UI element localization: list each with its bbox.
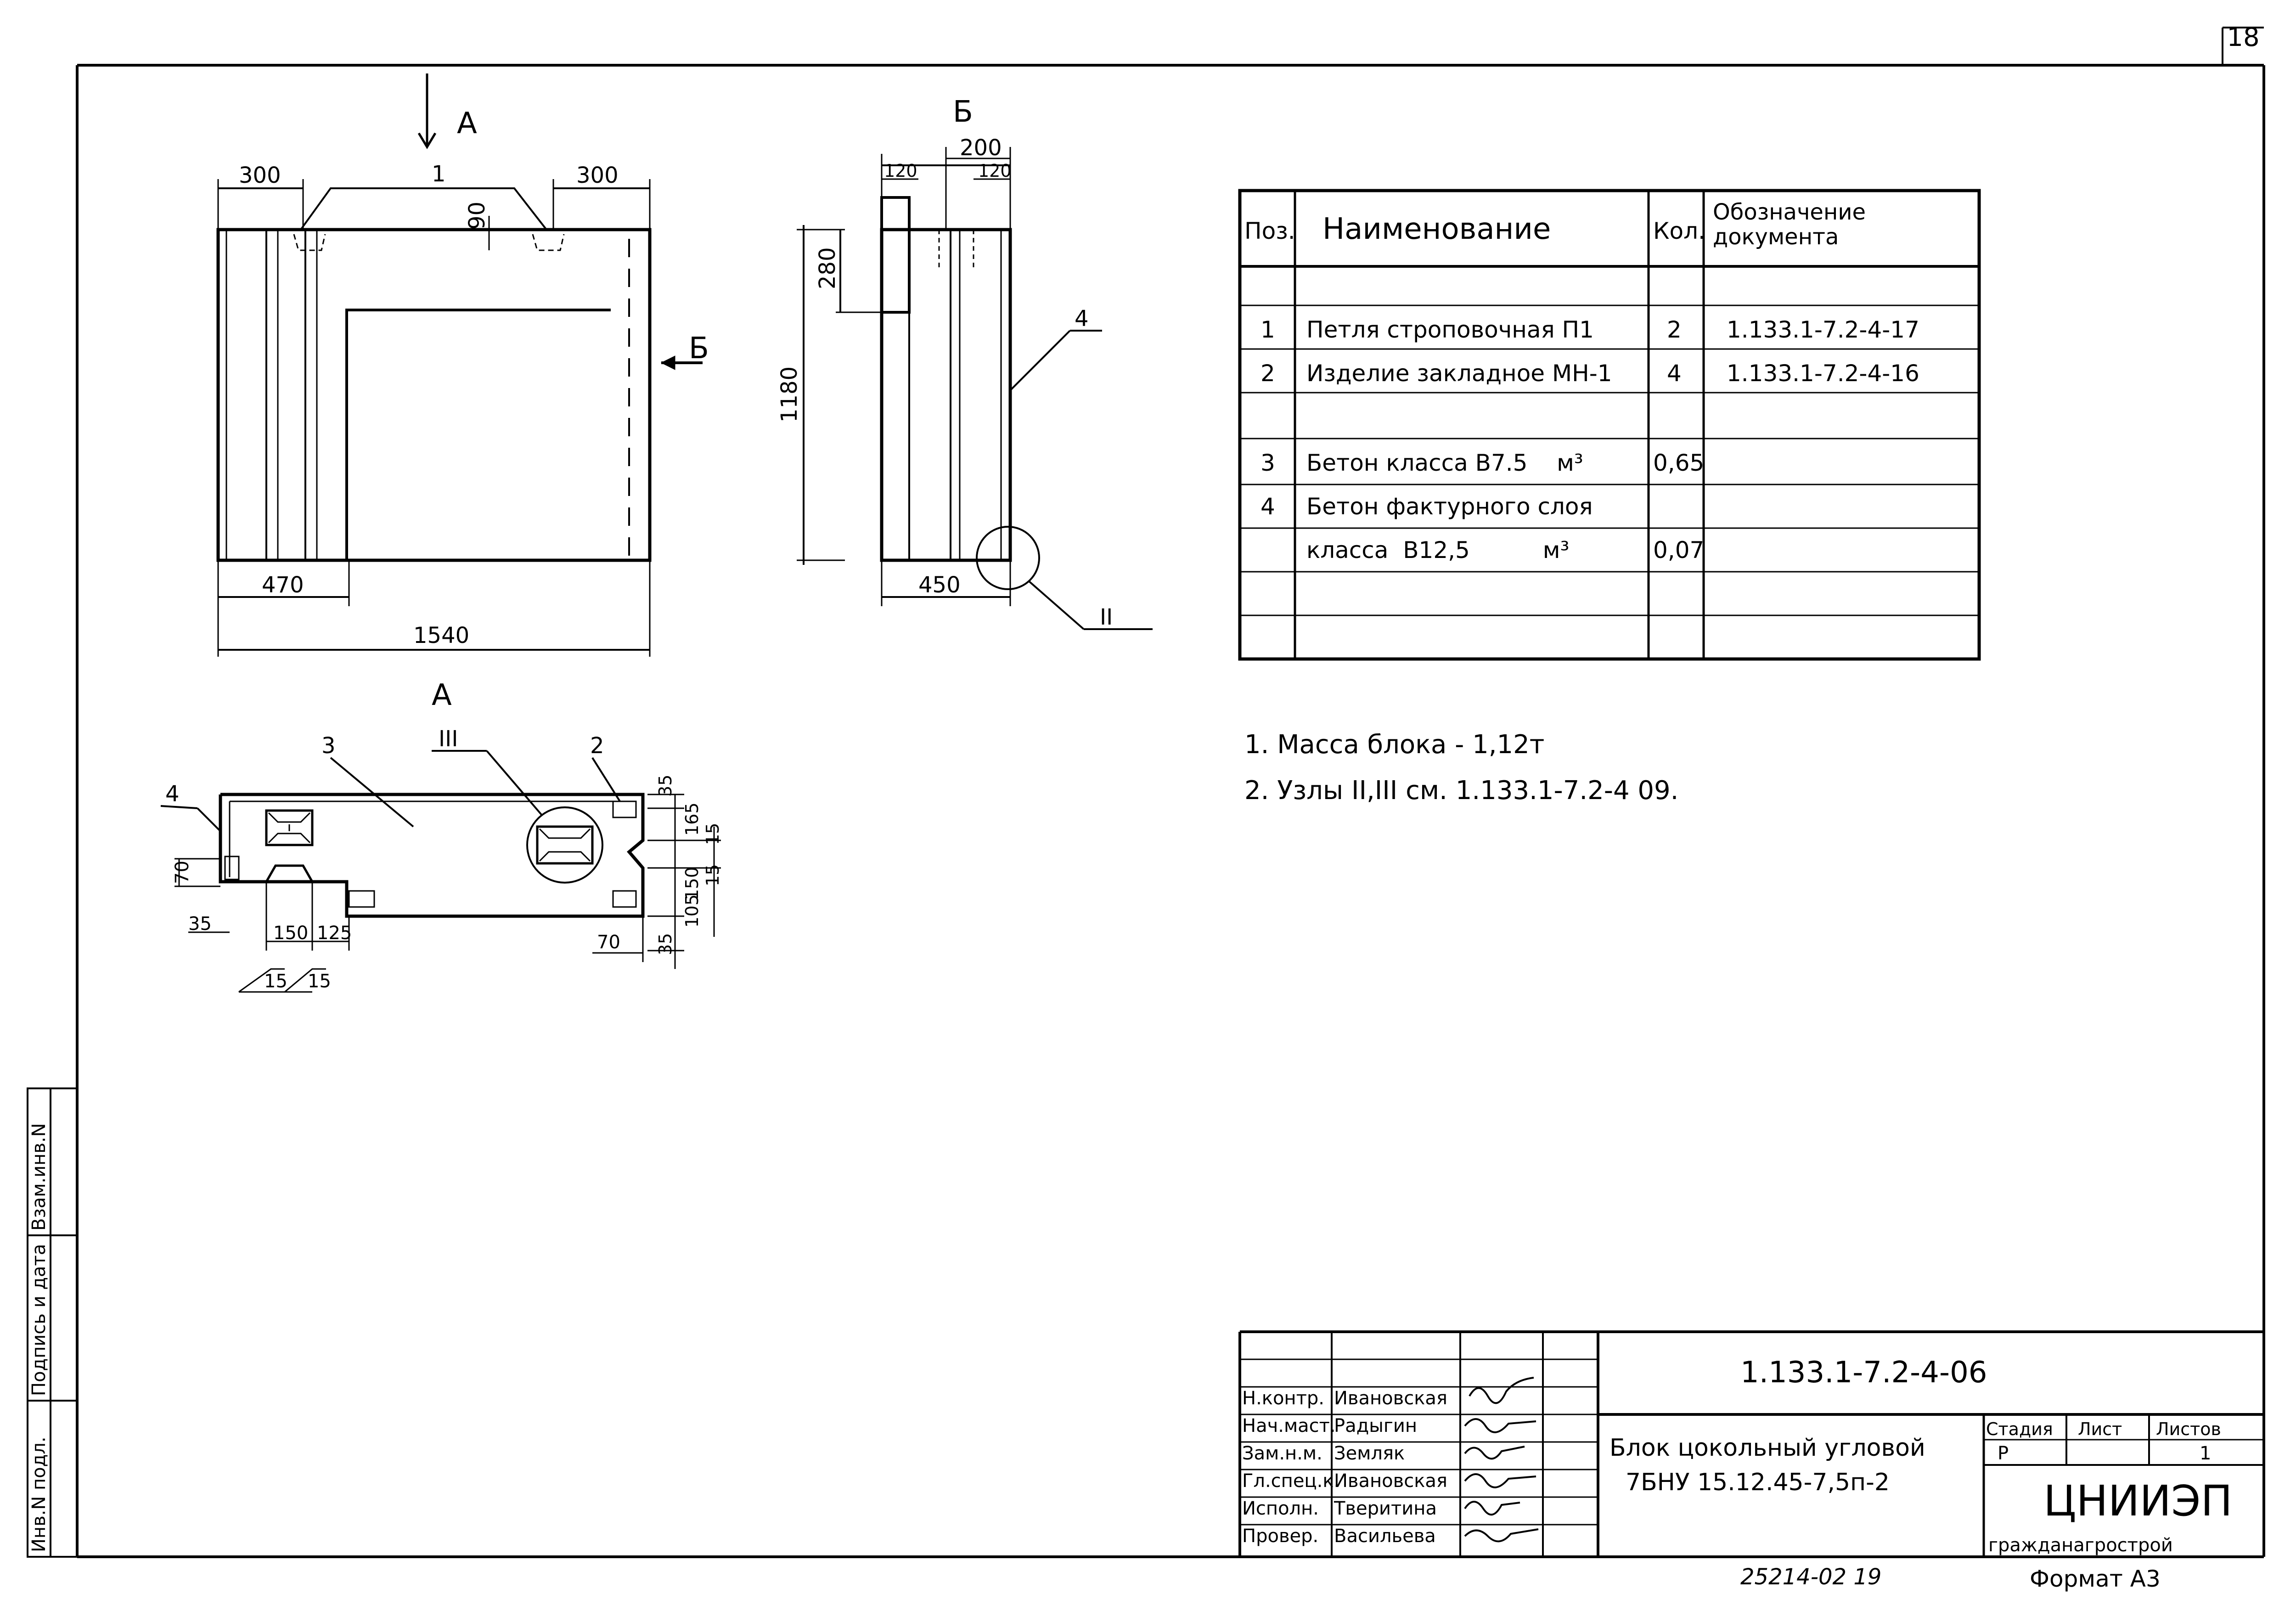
- pos-mark-3: 3: [321, 733, 336, 759]
- tb-name-1: Ивановская: [1334, 1388, 1447, 1409]
- tb-name-2: Радыгин: [1334, 1415, 1417, 1436]
- table-row-1-name: Петля строповочная П1: [1306, 316, 1594, 343]
- plan-view-title: А: [432, 678, 452, 712]
- side-view-title: Б: [953, 95, 973, 129]
- dim-plan-r15b: 15: [703, 864, 723, 886]
- dim-side-left-top: 120: [884, 161, 917, 181]
- node-mark-3: III: [439, 726, 458, 752]
- dim-front-depth: 90: [464, 202, 490, 230]
- dim-plan-b125: 125: [317, 923, 352, 944]
- table-row-1-qty: 2: [1667, 316, 1682, 343]
- table-row-2-qty: 4: [1667, 360, 1682, 387]
- side-view: [797, 147, 1153, 630]
- dim-side-upper-height: 280: [815, 247, 840, 289]
- table-header-name: Наименование: [1322, 212, 1551, 246]
- tb-role-4: Гл.спец.к.: [1242, 1470, 1339, 1492]
- note-1: 1. Масса блока - 1,12т: [1244, 730, 1544, 760]
- side-stamp-signature: Подпись и дата: [28, 1244, 50, 1396]
- table-row-3-pos: 3: [1261, 450, 1275, 476]
- pos-mark-1: 1: [432, 161, 446, 187]
- tb-role-1: Н.контр.: [1242, 1388, 1324, 1409]
- front-arrow-view-label: А: [457, 107, 477, 141]
- tb-title-line1: Блок цокольный угловой: [1609, 1434, 1925, 1462]
- tb-sheets: 1: [2200, 1443, 2211, 1464]
- dim-front-left-top: 300: [239, 163, 281, 188]
- dim-plan-r35-bottom: 35: [655, 933, 675, 955]
- table-row-1-pos: 1: [1261, 316, 1275, 343]
- tb-title-line2: 7БНУ 15.12.45-7,5п-2: [1626, 1469, 1890, 1496]
- front-arrow-section-label: Б: [689, 332, 709, 366]
- tb-org-line1: ЦНИИЭП: [2043, 1476, 2233, 1526]
- tb-format: Формат А3: [2030, 1566, 2161, 1592]
- dim-plan-b15b: 15: [308, 971, 331, 992]
- tb-name-3: Земляк: [1334, 1443, 1405, 1464]
- dim-plan-r105: 105: [682, 894, 702, 928]
- tb-sheets-header: Листов: [2156, 1419, 2221, 1439]
- side-stamp: [27, 1087, 78, 1558]
- table-row-3-name: Бетон класса В7.5 м³: [1306, 450, 1583, 476]
- spec-table: [1238, 189, 1981, 661]
- tb-name-5: Тверитина: [1334, 1498, 1437, 1519]
- table-row-5-qty: 0,07: [1653, 537, 1704, 563]
- plan-view: [160, 750, 721, 993]
- dim-plan-b150: 150: [273, 923, 308, 944]
- table-row-1-doc: 1.133.1-7.2-4-17: [1727, 316, 1919, 343]
- tb-role-5: Исполн.: [1242, 1498, 1319, 1519]
- dim-side-top-width: 200: [960, 135, 1002, 161]
- side-stamp-inv: Инв.N подл.: [28, 1436, 50, 1552]
- dim-plan-left-35: 35: [188, 913, 212, 935]
- tb-role-6: Провер.: [1242, 1526, 1318, 1547]
- sheet-frame: [76, 27, 2265, 1558]
- dim-plan-r70: 70: [597, 932, 620, 953]
- dim-plan-r150: 150: [682, 867, 702, 900]
- pos-mark-2: 2: [590, 733, 604, 759]
- front-view: [216, 73, 703, 657]
- table-row-3-qty: 0,65: [1653, 450, 1704, 476]
- note-2: 2. Узлы II,III см. 1.133.1-7.2-4 09.: [1244, 776, 1678, 805]
- table-row-4-pos: 4: [1261, 493, 1275, 520]
- table-header-qty: Кол.: [1653, 218, 1705, 244]
- tb-sheet-header: Лист: [2078, 1419, 2122, 1439]
- tb-name-6: Васильева: [1334, 1526, 1436, 1547]
- page-number: 18: [2227, 23, 2259, 52]
- tb-role-2: Нач.маст.: [1242, 1415, 1336, 1436]
- title-block: [1238, 1330, 2264, 1557]
- tb-bottom-code: 25214-02 19: [1740, 1564, 1881, 1590]
- tb-org-line2: гражданагрострой: [1988, 1535, 2173, 1556]
- tb-document-code: 1.133.1-7.2-4-06: [1740, 1356, 1987, 1390]
- table-row-2-pos: 2: [1261, 360, 1275, 387]
- dim-plan-r35-top: 35: [655, 775, 675, 797]
- dim-side-bottom: 450: [918, 572, 961, 598]
- pos-mark-4-side: 4: [1075, 306, 1089, 332]
- table-row-4-name: Бетон фактурного слоя: [1306, 493, 1593, 520]
- side-stamp-replace: Взам.инв.N: [28, 1123, 50, 1231]
- dim-plan-r165: 165: [682, 802, 702, 836]
- table-header-pos: Поз.: [1244, 218, 1295, 244]
- tb-role-3: Зам.н.м.: [1242, 1443, 1322, 1464]
- dim-side-right-top: 120: [978, 161, 1012, 181]
- signature-marks: [1464, 1377, 1539, 1543]
- tb-stage: Р: [1998, 1443, 2009, 1464]
- pos-mark-4-plan: 4: [165, 781, 180, 807]
- tb-name-4: Ивановская: [1334, 1470, 1447, 1492]
- dim-plan-b15a: 15: [264, 971, 287, 992]
- dim-front-bottom-partial: 470: [262, 572, 304, 598]
- dim-plan-left-70: 70: [172, 861, 193, 884]
- dim-front-bottom-total: 1540: [413, 623, 469, 648]
- dim-front-right-top: 300: [576, 163, 619, 188]
- tb-stage-header: Стадия: [1986, 1419, 2053, 1439]
- dim-plan-r15a: 15: [703, 823, 723, 845]
- dim-side-height: 1180: [777, 366, 802, 422]
- table-header-doc: Обозначение документа: [1713, 200, 1866, 250]
- table-row-5-name: класса В12,5 м³: [1306, 537, 1570, 563]
- table-row-2-doc: 1.133.1-7.2-4-16: [1727, 360, 1919, 387]
- table-row-2-name: Изделие закладное МН-1: [1306, 360, 1612, 387]
- node-mark-2: II: [1100, 604, 1113, 630]
